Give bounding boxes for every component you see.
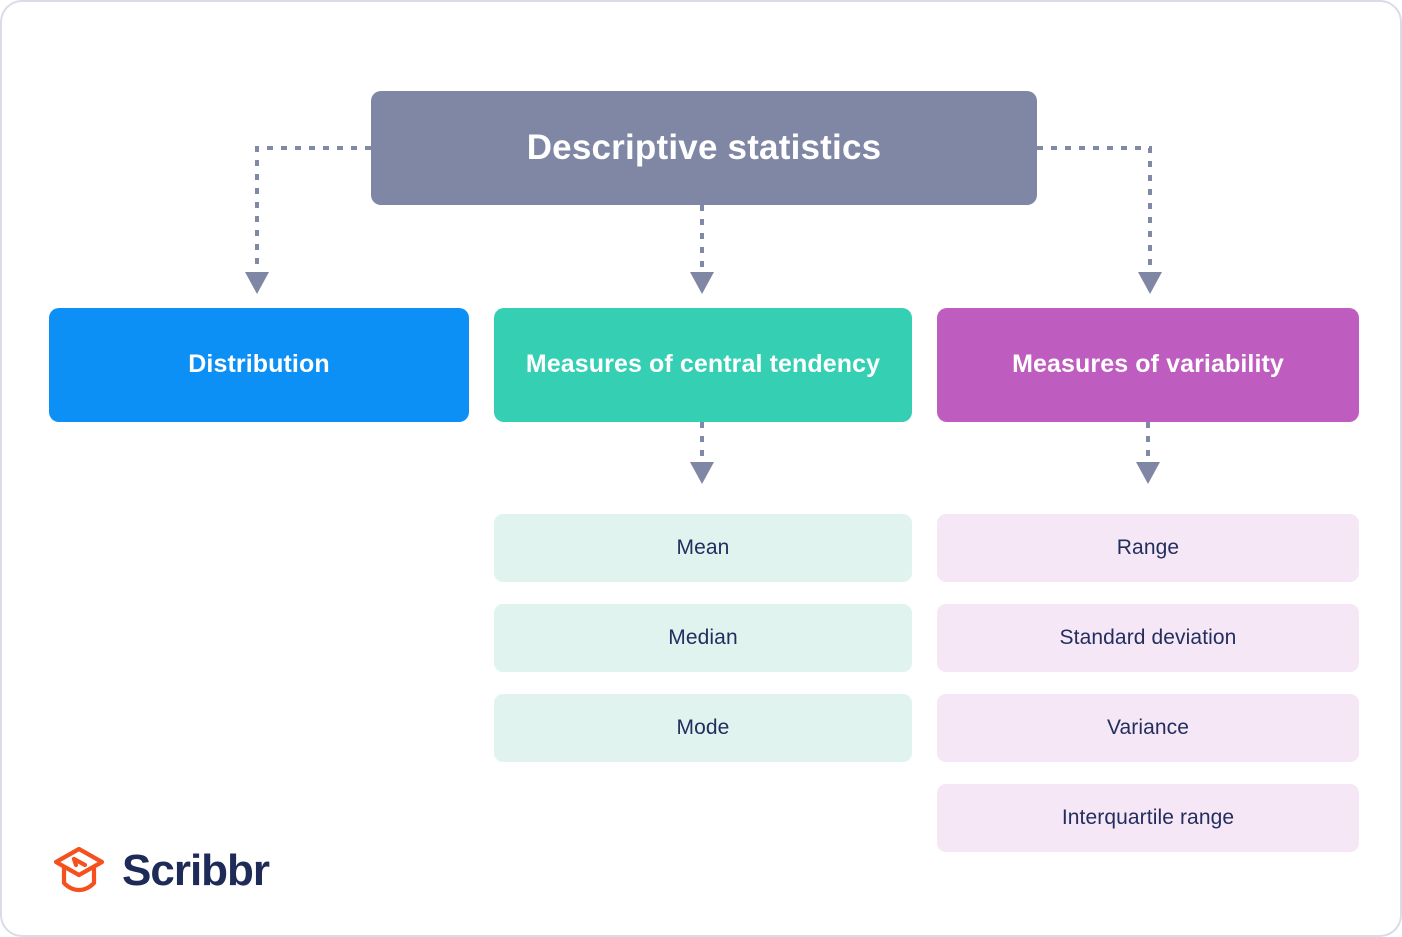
graduation-cap-icon [50, 842, 108, 900]
arrowhead-distribution [245, 272, 269, 294]
arrowhead-variability-leaves [1136, 462, 1160, 484]
node-measures-of-central-tendency[interactable]: Measures of central tendency [494, 308, 912, 422]
leaf-label-standard-deviation: Standard deviation [1059, 626, 1237, 649]
leaf-group-central-tendency: Mean Median Mode [494, 514, 912, 762]
scribbr-wordmark: Scribbr [122, 846, 270, 895]
leaf-node-mode[interactable]: Mode [494, 694, 912, 762]
node-label-central-tendency: Measures of central tendency [525, 350, 881, 379]
connector-root-to-distribution [255, 146, 371, 272]
arrowhead-central-leaves [690, 462, 714, 484]
arrowhead-central [690, 272, 714, 294]
leaf-node-variance[interactable]: Variance [937, 694, 1359, 762]
node-descriptive-statistics[interactable]: Descriptive statistics [371, 91, 1037, 205]
node-distribution[interactable]: Distribution [49, 308, 469, 422]
leaf-label-interquartile-range: Interquartile range [1061, 806, 1235, 829]
node-label-distribution: Distribution [188, 350, 330, 379]
leaf-label-mean: Mean [676, 536, 730, 559]
node-label-root: Descriptive statistics [526, 127, 882, 167]
arrowhead-variability [1138, 272, 1162, 294]
leaf-label-mode: Mode [676, 716, 730, 739]
leaf-group-variability: Range Standard deviation Variance Interq… [937, 514, 1359, 852]
leaf-node-median[interactable]: Median [494, 604, 912, 672]
node-label-variability: Measures of variability [1012, 350, 1284, 379]
leaf-label-range: Range [1116, 536, 1180, 559]
scribbr-logo[interactable]: Scribbr [50, 842, 270, 900]
node-measures-of-variability[interactable]: Measures of variability [937, 308, 1359, 422]
leaf-node-mean[interactable]: Mean [494, 514, 912, 582]
leaf-label-variance: Variance [1106, 716, 1190, 739]
leaf-node-range[interactable]: Range [937, 514, 1359, 582]
leaf-node-interquartile-range[interactable]: Interquartile range [937, 784, 1359, 852]
leaf-label-median: Median [668, 626, 738, 649]
connector-root-to-variability [1037, 146, 1152, 272]
leaf-node-standard-deviation[interactable]: Standard deviation [937, 604, 1359, 672]
